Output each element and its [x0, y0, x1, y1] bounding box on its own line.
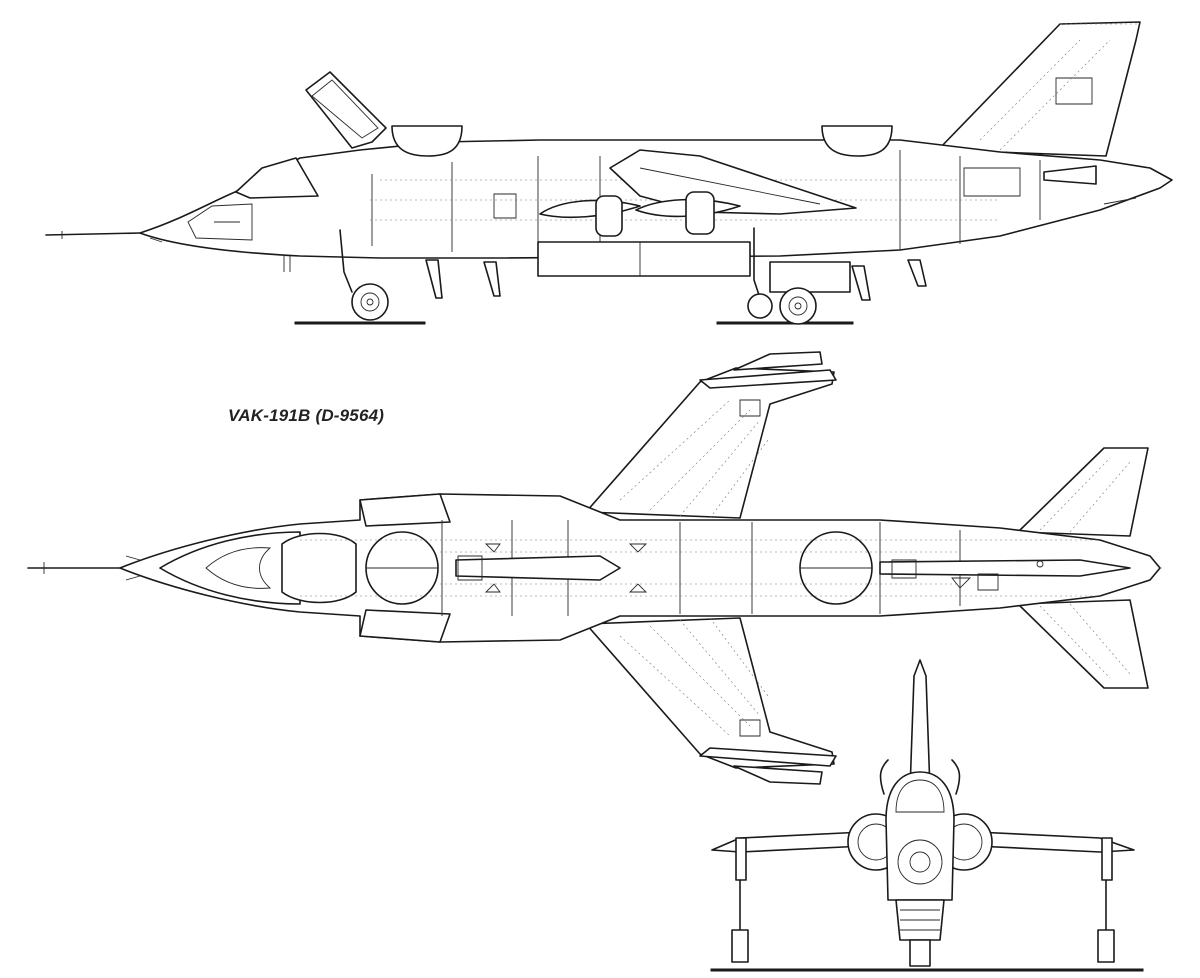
canopy-top — [281, 532, 357, 604]
left-wing-front — [711, 831, 865, 853]
canopy — [235, 157, 319, 199]
ventral-tank — [537, 241, 751, 277]
nose-gear-wheel — [351, 283, 389, 321]
tail-fin — [937, 21, 1141, 157]
lower-tailplane — [1017, 599, 1149, 689]
lower-wing — [585, 617, 835, 769]
top-view — [27, 351, 1162, 785]
front-lift-engine-intake — [391, 125, 463, 157]
upper-wing — [585, 367, 835, 519]
cockpit-top — [159, 531, 301, 605]
fuselage-top — [119, 493, 1161, 643]
wing-side — [609, 149, 857, 215]
nose-gear-front — [909, 939, 931, 967]
rear-lift-engine-intake — [821, 125, 893, 157]
aircraft-title: VAK-191B (D-9564) — [228, 406, 385, 425]
side-view — [45, 21, 1173, 325]
upper-tailplane — [1017, 447, 1149, 537]
thrust-nozzle-front — [595, 195, 623, 237]
fuselage-front — [885, 771, 955, 901]
fin-front — [909, 659, 931, 791]
main-gear-wheel — [779, 287, 817, 325]
thrust-nozzle-rear — [685, 191, 715, 235]
canopy-open — [305, 71, 387, 149]
front-view — [710, 659, 1144, 972]
pitot-probe — [45, 232, 141, 236]
